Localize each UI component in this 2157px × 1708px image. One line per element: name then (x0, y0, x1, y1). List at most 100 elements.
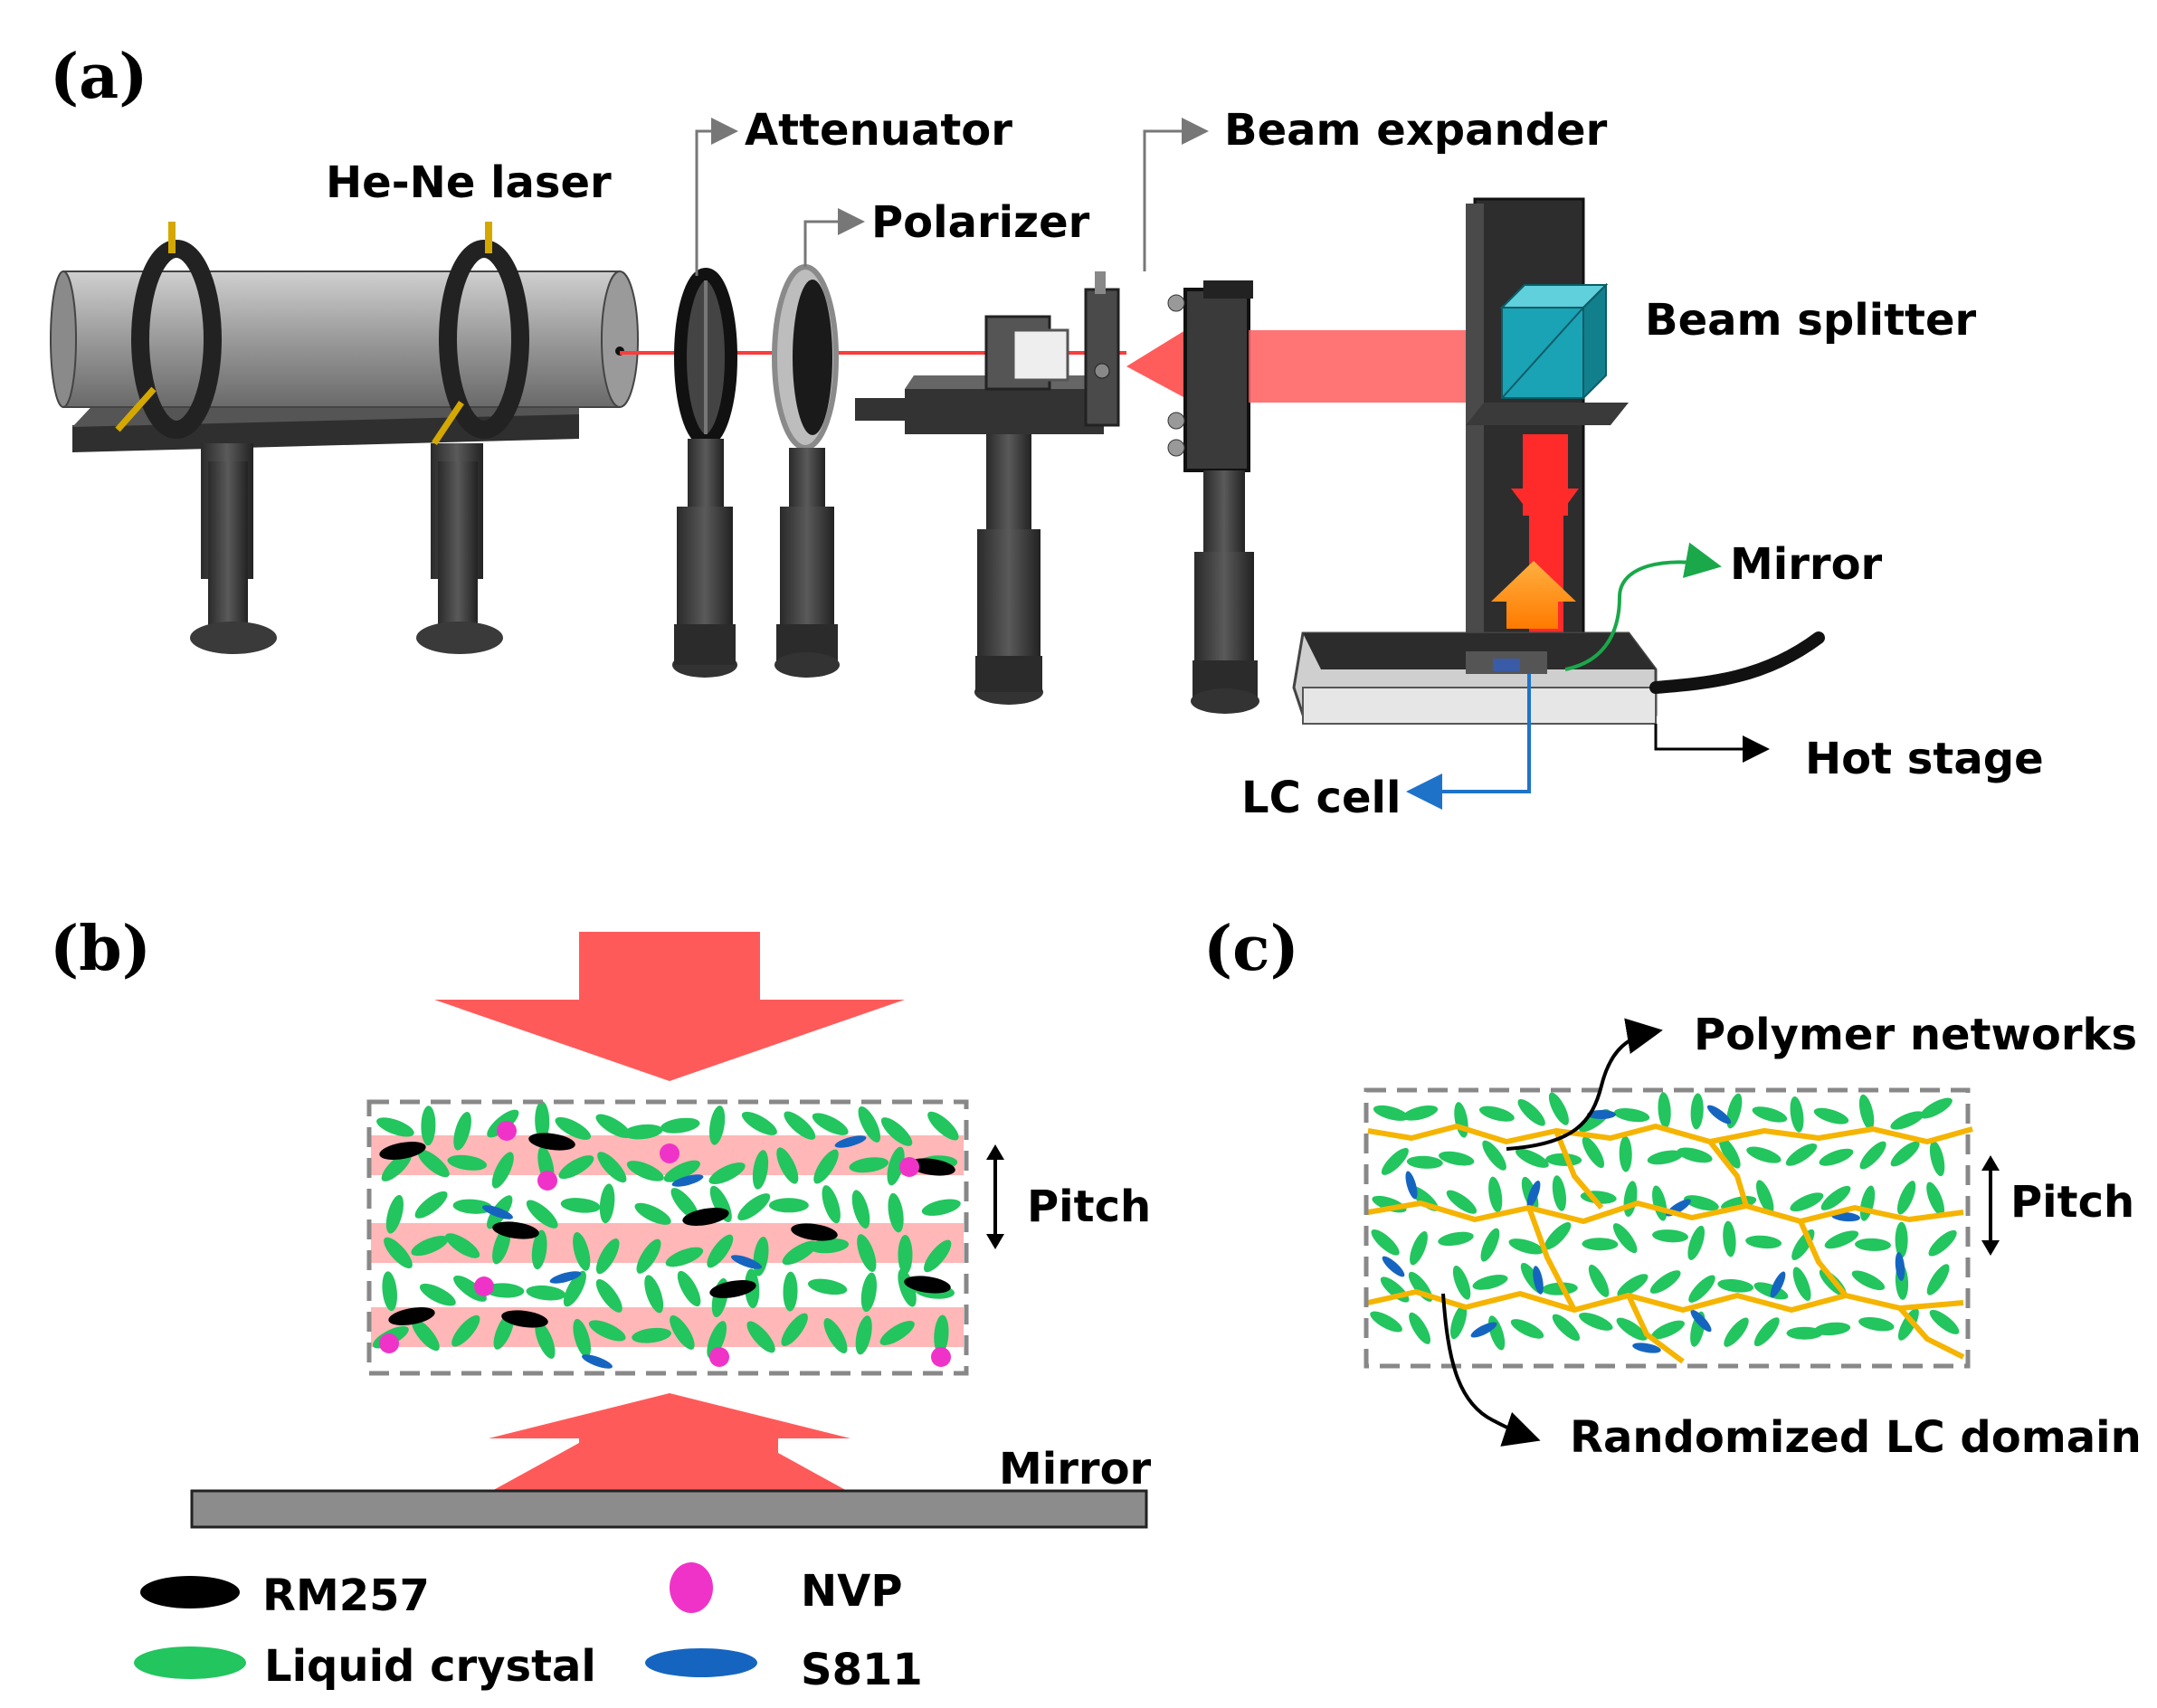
s811-molecule (1706, 1105, 1732, 1124)
liquid-crystal-molecule (447, 1154, 488, 1171)
liquid-crystal-molecule (809, 1238, 850, 1254)
liquid-crystal-molecule (1579, 1312, 1613, 1331)
liquid-crystal-molecule (445, 1233, 480, 1258)
liquid-crystal-molecule (1897, 1308, 1919, 1341)
liquid-crystal-molecule (1926, 1181, 1945, 1217)
liquid-crystal-molecule (1619, 1135, 1632, 1172)
liquid-crystal-molecule (1792, 1267, 1811, 1301)
liquid-crystal-molecule (1454, 1102, 1468, 1138)
liquid-crystal-molecule (1381, 1147, 1409, 1175)
liquid-crystal-molecule (1439, 1151, 1475, 1166)
liquid-crystal-molecule (385, 1194, 404, 1234)
liquid-crystal-molecule (1786, 1326, 1823, 1340)
liquid-crystal-molecule (1552, 1175, 1566, 1211)
label-attenuator: Attenuator (745, 105, 1012, 156)
liquid-crystal-molecule (1752, 1106, 1788, 1123)
s811-molecule (1587, 1110, 1616, 1119)
liquid-crystal-molecule (1623, 1181, 1638, 1218)
beam-expander-optic (855, 271, 1185, 705)
liquid-crystal-molecule (1920, 1097, 1953, 1119)
liquid-crystal-molecule (1478, 1105, 1515, 1122)
label-lc-cell: LC cell (1241, 773, 1401, 823)
liquid-crystal-molecule (1452, 1265, 1471, 1300)
label-mirror: Mirror (1730, 539, 1883, 590)
liquid-crystal-molecule (451, 1314, 480, 1347)
liquid-crystal-molecule (1658, 1092, 1671, 1129)
liquid-crystal-molecule (1851, 1270, 1886, 1291)
incident-beam-arrow (434, 932, 905, 1081)
liquid-crystal-molecule (573, 1318, 591, 1358)
liquid-crystal-molecule (924, 1239, 952, 1273)
liquid-crystal-molecule (1717, 1278, 1754, 1293)
liquid-crystal-molecule (382, 1271, 397, 1312)
label-pitch-c: Pitch (2010, 1177, 2134, 1228)
hot-stage (1292, 631, 1825, 725)
liquid-crystal-molecule (663, 1160, 700, 1182)
liquid-crystal-molecule (737, 1193, 771, 1221)
liquid-crystal-molecule (1402, 1105, 1439, 1121)
legend-swatch-rm257 (140, 1576, 240, 1608)
liquid-crystal-molecule (563, 1270, 586, 1307)
label-beam-splitter: Beam splitter (1645, 295, 1977, 346)
liquid-crystal-molecule (708, 1105, 726, 1145)
liquid-crystal-molecule (813, 1149, 839, 1184)
liquid-crystal-molecule (634, 1202, 671, 1225)
liquid-crystal-molecule (898, 1268, 917, 1307)
liquid-crystal-molecule (1726, 1093, 1743, 1129)
liquid-crystal-molecule (526, 1200, 558, 1229)
reflected-beam-arrow (1491, 561, 1576, 629)
liquid-crystal-molecule (677, 1270, 701, 1307)
liquid-crystal-molecule (595, 1114, 632, 1139)
liquid-crystal-molecule (1895, 1221, 1908, 1258)
liquid-crystal-molecule (887, 1146, 905, 1186)
liquid-crystal-molecule (573, 1232, 591, 1271)
panel-c-label: (c) (1203, 913, 1299, 985)
liquid-crystal-molecule (1552, 1314, 1581, 1342)
liquid-crystal-molecule (1517, 1099, 1545, 1126)
liquid-crystal-molecule (535, 1321, 556, 1359)
randomized-domain-pointer (1441, 1293, 1541, 1447)
s811-molecule (1632, 1343, 1661, 1353)
liquid-crystal-molecule (1819, 1148, 1854, 1166)
liquid-crystal-molecule (1612, 1223, 1638, 1254)
liquid-crystal-molecule (768, 1198, 809, 1213)
liquid-crystal-molecule (1855, 1238, 1891, 1251)
panel-a-optical-setup: (a) (50, 41, 2044, 823)
liquid-crystal-molecule (414, 1191, 448, 1219)
liquid-crystal-molecule (1896, 1181, 1916, 1215)
polymer-strand (1367, 1124, 1973, 1144)
polymer-network-lines (1367, 1124, 1973, 1364)
liquid-crystal-molecule (1510, 1319, 1544, 1339)
liquid-crystal-molecule (1409, 1312, 1431, 1344)
s811-molecule (1690, 1309, 1712, 1333)
liquid-crystal-molecule (849, 1157, 889, 1173)
cell-boundary-b (366, 1099, 969, 1376)
liquid-crystal-molecule (1472, 1275, 1508, 1290)
liquid-crystal-molecule (1647, 1150, 1684, 1165)
s811-molecule (834, 1135, 867, 1148)
liquid-crystal-molecule (1929, 1141, 1945, 1177)
attenuator-leader (695, 118, 738, 276)
liquid-crystal-molecule (1373, 1105, 1409, 1121)
lc-cell-leader (1406, 674, 1531, 810)
liquid-crystal-molecule (376, 1117, 414, 1137)
legend-label-rm257: RM257 (262, 1570, 430, 1621)
s811-molecule (549, 1271, 582, 1284)
mirror-bar (190, 1489, 1148, 1529)
liquid-crystal-molecule (660, 1117, 700, 1134)
label-he-ne-laser: He-Ne laser (326, 157, 612, 208)
liquid-crystal-molecule (588, 1320, 626, 1342)
pitch-arrowhead (1981, 1155, 2000, 1171)
liquid-crystal-molecule (1683, 1195, 1719, 1211)
nvp-molecule (931, 1347, 951, 1367)
liquid-crystal-molecule (453, 1275, 487, 1302)
liquid-crystal-molecule (1508, 1238, 1544, 1255)
s811-molecule (730, 1255, 763, 1269)
s811-molecule (671, 1174, 704, 1187)
liquid-crystal-molecule (783, 1271, 798, 1312)
liquid-crystal-molecule (1371, 1229, 1400, 1256)
liquid-crystal-molecule (880, 1117, 913, 1146)
liquid-crystal-molecule (1814, 1322, 1851, 1336)
hot-stage-leader (1654, 724, 1770, 763)
liquid-crystal-molecule (1545, 1153, 1582, 1166)
